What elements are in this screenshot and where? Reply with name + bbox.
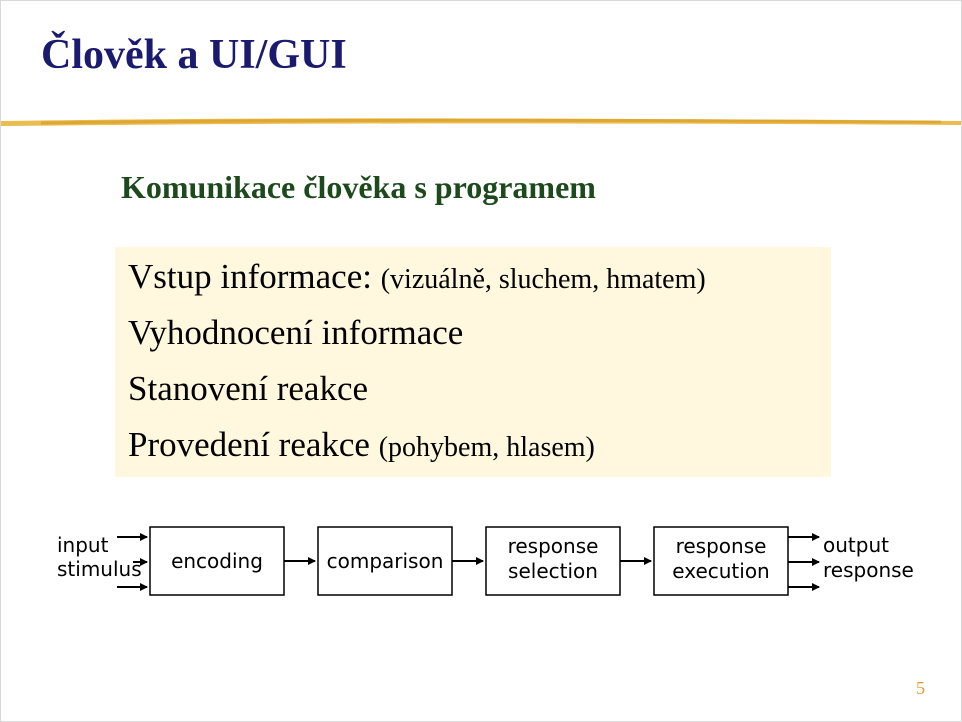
stage-box-encoding [149,526,285,596]
stage-label: execution [672,559,769,583]
slide-title: Člověk a UI/GUI [41,32,347,78]
stage-label: selection [508,559,598,583]
process-diagram: input stimulus encoding comparison respo… [57,526,914,596]
stage-box-comparison [317,526,453,596]
bullet-line: Vyhodnocení informace [128,313,463,353]
title-underline [1,118,961,126]
bullet-main: Vyhodnocení informace [128,313,464,352]
bullet-detail: (pohybem, hlasem) [378,432,595,463]
stage-label: encoding [171,549,263,573]
output-label: response [823,558,914,582]
output-label: output [823,533,889,557]
bullet-line: Stanovení reakce [128,369,368,409]
stage-box-response-execution [653,526,789,596]
stage-label: response [508,534,599,558]
stage-label: comparison [327,549,444,573]
bullet-main: Provedení reakce [128,425,370,464]
input-label: stimulus [57,557,142,581]
stage-label: response [676,534,767,558]
page-number: 5 [916,678,925,698]
input-label: input [57,533,109,557]
bullet-box: Vstup informace: (vizuálně, sluchem, hma… [115,247,831,477]
bullet-detail: (vizuálně, sluchem, hmatem) [380,264,706,295]
section-heading: Komunikace člověka s programem [121,169,596,205]
stage-box-response-selection [485,526,621,596]
bullet-main: Vstup informace: [128,257,372,296]
bullet-line: Vstup informace: (vizuálně, sluchem, hma… [128,257,706,297]
bullet-main: Stanovení reakce [128,369,369,408]
bullet-line: Provedení reakce (pohybem, hlasem) [128,425,595,465]
